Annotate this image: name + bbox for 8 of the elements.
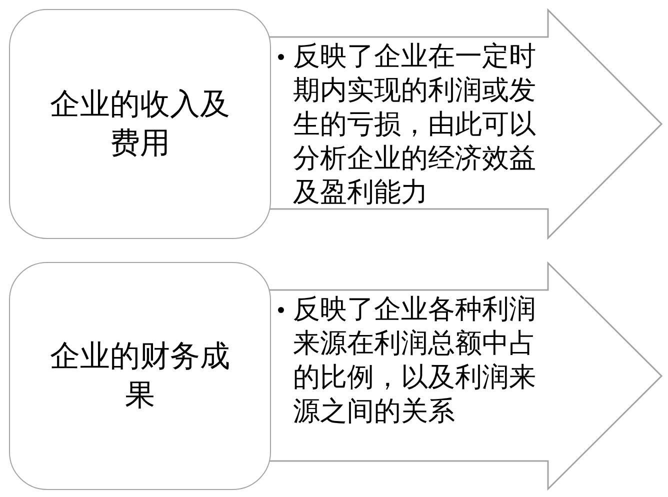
bullet-text: 反映了企业各种利润来源在利润总额中占的比例，以及利润来源之间的关系 [293, 293, 537, 429]
block-arrow [269, 262, 663, 490]
rounded-box [9, 9, 271, 239]
rounded-box [9, 262, 271, 490]
block-arrow [269, 9, 663, 239]
box-title: 企业的财务成果 [49, 338, 231, 415]
box-title: 企业的收入及费用 [49, 86, 231, 163]
bullet-text: 反映了企业在一定时期内实现的利润或发生的亏损，由此可以分析企业的经济效益及盈利能力 [293, 40, 537, 210]
